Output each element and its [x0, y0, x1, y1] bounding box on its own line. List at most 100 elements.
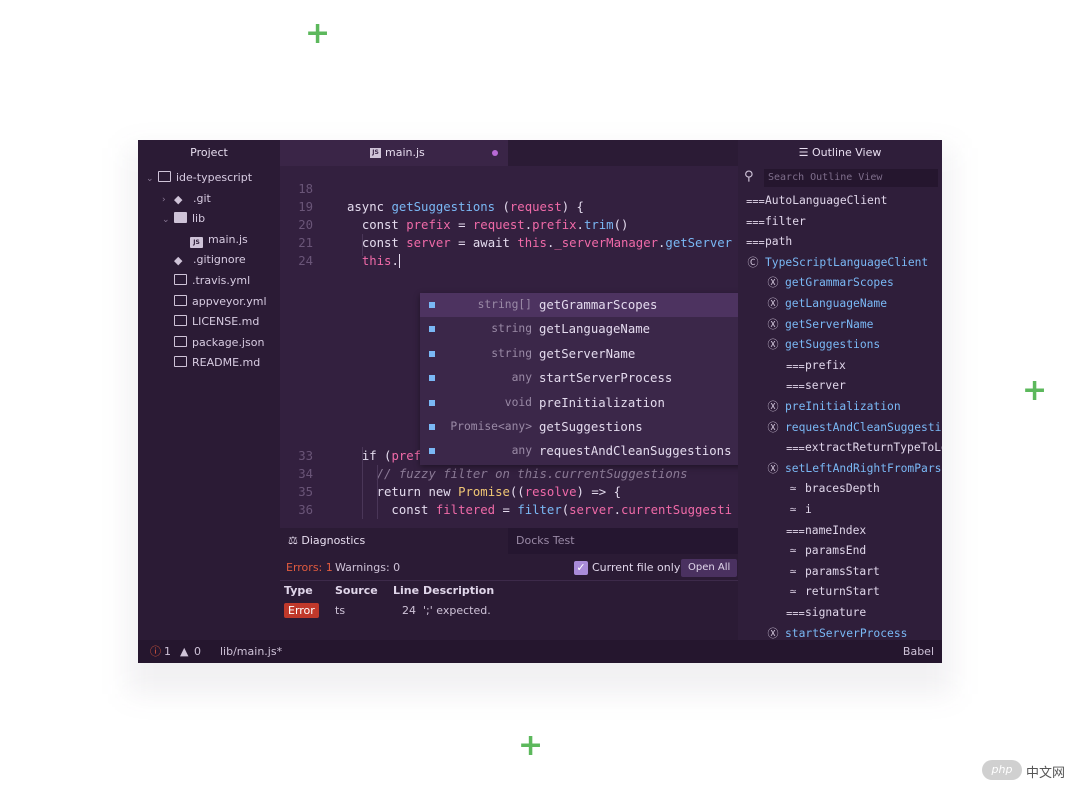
tree-item[interactable]: ›◆.git — [162, 189, 211, 209]
repo-icon — [158, 171, 171, 182]
tree-item[interactable]: .travis.yml — [162, 271, 250, 291]
outline-item[interactable]: ⩶extractReturnTypeToLeft — [786, 438, 942, 458]
header-description[interactable]: Description — [423, 584, 495, 597]
method-icon — [429, 350, 435, 357]
method-icon — [429, 448, 435, 455]
status-bar: ⓘ 1 ▲ 0 lib/main.js* Babel — [138, 640, 942, 663]
outline-item[interactable]: ≃returnStart — [786, 582, 880, 602]
git-icon: ◆ — [174, 254, 183, 268]
outline-item[interactable]: ≃i — [786, 500, 812, 520]
method-icon: Ⓧ — [767, 276, 779, 290]
tree-item-label: .git — [193, 191, 211, 205]
header-type[interactable]: Type — [284, 584, 313, 597]
status-file-path[interactable]: lib/main.js* — [220, 645, 283, 658]
tree-item[interactable]: appveyor.yml — [162, 292, 267, 312]
outline-item[interactable]: ⩶path — [746, 232, 792, 252]
indent-guide — [377, 465, 378, 519]
bug-icon: ⚖ — [288, 534, 302, 547]
line-number: 21 — [298, 236, 313, 250]
tree-item[interactable]: ◆.gitignore — [162, 250, 246, 270]
outline-item[interactable]: ≃paramsStart — [786, 562, 880, 582]
tree-item[interactable]: README.md — [162, 353, 260, 373]
tree-item[interactable]: ⌄ide-typescript — [146, 168, 252, 188]
row-description: ';' expected. — [423, 604, 491, 617]
outline-item[interactable]: ⩶signature — [786, 603, 866, 623]
outline-item[interactable]: ⓍrequestAndCleanSuggestions — [766, 418, 943, 438]
property-icon: ⩶ — [786, 379, 805, 393]
status-errors-count[interactable]: 1 — [164, 645, 171, 658]
tab-diagnostics[interactable]: ⚖ Diagnostics — [280, 528, 508, 554]
outline-item-label: paramsStart — [805, 564, 880, 578]
suggestion-type: string — [491, 346, 532, 360]
status-grammar[interactable]: Babel — [902, 645, 934, 658]
method-icon: Ⓧ — [767, 461, 779, 475]
code-line: 18 — [280, 180, 313, 198]
tab-docks-test[interactable]: Docks Test — [508, 528, 738, 554]
chevron-icon[interactable]: ⌄ — [162, 215, 170, 226]
outline-item-label: i — [805, 503, 812, 516]
warnings-count: Warnings: 0 — [335, 561, 401, 574]
tree-item[interactable]: package.json — [162, 333, 264, 353]
outline-item[interactable]: ≃paramsEnd — [786, 541, 867, 561]
outline-view-panel: ☰ Outline View ⚲ Search Outline View ⩶Au… — [738, 140, 942, 640]
outline-item[interactable]: ⩶nameIndex — [786, 521, 866, 541]
chevron-icon[interactable]: ⌄ — [146, 174, 154, 184]
outline-item[interactable]: ⩶AutoLanguageClient — [746, 191, 887, 211]
folder-icon — [174, 212, 187, 224]
tree-item[interactable]: LICENSE.md — [162, 312, 259, 332]
markdown-icon — [174, 315, 187, 327]
outline-search-input[interactable]: Search Outline View — [764, 169, 938, 187]
code-text: // fuzzy filter on this.currentSuggestio… — [376, 467, 688, 481]
tab-diagnostics-label: Diagnostics — [301, 534, 366, 547]
js-file-icon: JS — [190, 236, 203, 248]
outline-item-label: extractReturnTypeToLeft — [805, 441, 942, 455]
outline-item[interactable]: ⩶server — [786, 376, 846, 396]
method-icon — [429, 375, 435, 382]
row-source: ts — [335, 604, 346, 617]
chevron-icon[interactable]: › — [162, 194, 166, 205]
outline-item[interactable]: ⩶filter — [746, 212, 806, 232]
status-warnings-count[interactable]: 0 — [194, 645, 201, 658]
method-icon: Ⓧ — [767, 297, 779, 310]
indent-guide — [362, 447, 363, 519]
suggestion-type: void — [504, 395, 532, 409]
outline-item-label: returnStart — [805, 585, 880, 599]
header-line[interactable]: Line — [393, 584, 420, 597]
tree-item[interactable]: ⌄ lib — [162, 209, 205, 229]
outline-item[interactable]: ⩶prefix — [786, 356, 846, 376]
outline-item-label: signature — [805, 606, 867, 619]
search-icon: ⚲ — [744, 169, 754, 184]
property-icon: ⩶ — [746, 235, 765, 249]
tab-main-js[interactable]: JS main.js — [280, 140, 508, 166]
js-file-icon: JS — [370, 148, 381, 158]
code-line: 36 const filtered = filter(server.curren… — [280, 501, 732, 519]
property-icon: ⩶ — [786, 358, 805, 372]
current-file-only-label: Current file only — [592, 561, 681, 574]
current-file-only-checkbox[interactable]: ✓ — [574, 561, 588, 575]
tree-item-label: .travis.yml — [192, 274, 251, 287]
class-icon: Ⓒ — [747, 255, 759, 269]
status-warning-icon[interactable]: ▲ — [180, 645, 189, 658]
watermark-logo: php — [982, 760, 1022, 780]
method-icon: Ⓧ — [767, 626, 779, 640]
outline-item-label: paramsEnd — [805, 544, 867, 558]
code-line: 21 const server = await this._serverMana… — [280, 234, 732, 252]
status-error-icon[interactable]: ⓘ — [150, 645, 161, 658]
list-icon: ☰ — [798, 146, 812, 159]
open-all-button[interactable]: Open All — [681, 559, 738, 577]
property-icon: ⩶ — [786, 441, 805, 455]
outline-item[interactable]: ≃bracesDepth — [786, 479, 880, 499]
header-source[interactable]: Source — [335, 584, 378, 597]
tree-item-label: lib — [192, 212, 206, 226]
suggestion-name: requestAndCleanSuggestions — [539, 444, 732, 459]
